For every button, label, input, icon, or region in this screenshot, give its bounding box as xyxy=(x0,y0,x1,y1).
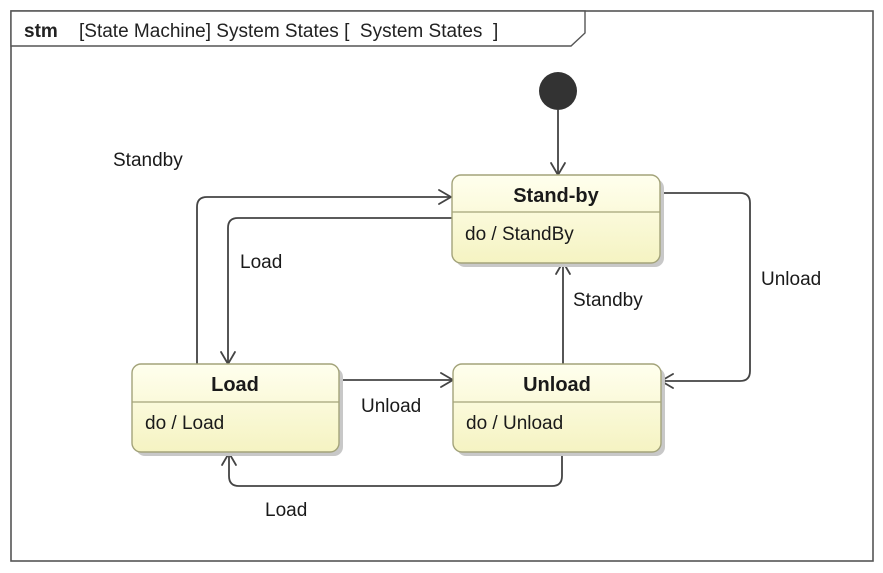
state-load-activity: do / Load xyxy=(145,413,224,434)
state-standby-activity: do / StandBy xyxy=(465,224,574,245)
state-load[interactable]: Load do / Load xyxy=(131,363,343,456)
initial-pseudostate xyxy=(539,72,577,110)
diagram-frame xyxy=(10,10,874,562)
state-unload-name: Unload xyxy=(523,374,591,396)
state-unload[interactable]: Unload do / Unload xyxy=(452,363,665,456)
label-load-to-standby: Standby xyxy=(113,150,183,171)
state-load-name: Load xyxy=(211,374,259,396)
label-standby-to-unload: Unload xyxy=(761,269,821,290)
transition-load-to-standby xyxy=(196,189,453,364)
label-unload-to-load: Load xyxy=(265,500,307,521)
label-standby-to-load: Load xyxy=(240,252,282,273)
state-standby-name: Stand-by xyxy=(513,185,599,207)
frame-title: [State Machine] System States [ System S… xyxy=(79,21,498,42)
state-standby[interactable]: Stand-by do / StandBy xyxy=(451,174,664,267)
frame-header-tab xyxy=(10,10,586,47)
label-load-to-unload: Unload xyxy=(361,396,421,417)
frame-kind: stm xyxy=(24,21,58,42)
label-unload-to-standby: Standby xyxy=(573,290,643,311)
state-unload-activity: do / Unload xyxy=(466,413,563,434)
